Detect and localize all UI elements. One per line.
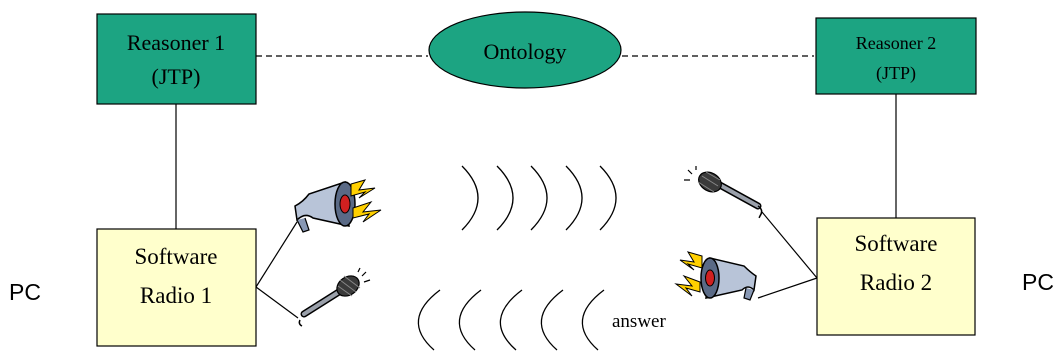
microphone-icon [298, 267, 371, 327]
wave-arc [540, 289, 564, 351]
outgoing-waves [461, 165, 617, 231]
reasoner1-subtitle: (JTP) [152, 64, 201, 89]
wave-arc [581, 289, 605, 351]
reasoner1-box [96, 13, 257, 105]
link-radio2-speaker [757, 277, 818, 299]
return-waves [417, 289, 605, 351]
reasoner2-title: Reasoner 2 [856, 33, 936, 53]
link-radio1-speaker [255, 221, 298, 288]
ontology-node [428, 11, 622, 89]
wave-arc [599, 165, 617, 231]
reasoner1-title: Reasoner 1 [127, 30, 225, 55]
reasoner2-box [815, 17, 977, 95]
ontology-label: Ontology [483, 39, 566, 64]
radio2-box [816, 217, 976, 336]
radio1-title: Software [134, 244, 217, 269]
wave-arc [458, 289, 482, 351]
speaker-icon [294, 179, 382, 233]
link-radio2-microphone [761, 211, 818, 279]
wave-arc [417, 289, 441, 351]
answer-label: answer [612, 311, 666, 332]
radio2-subtitle: Radio 2 [860, 270, 932, 295]
wave-arc [496, 165, 514, 231]
wave-arc [530, 165, 548, 231]
radio1-box [96, 228, 257, 347]
wave-arc [499, 289, 523, 351]
link-radio1-microphone [255, 286, 299, 319]
radio1-subtitle: Radio 1 [140, 283, 212, 308]
pc-label-right: PC [1022, 269, 1054, 295]
wave-arc [461, 165, 479, 231]
wave-arc [565, 165, 583, 231]
radio2-title: Software [854, 231, 937, 256]
microphone-icon [684, 166, 763, 219]
reasoner2-subtitle: (JTP) [876, 63, 916, 84]
pc-label-left: PC [9, 279, 41, 305]
speaker-icon [674, 251, 757, 301]
